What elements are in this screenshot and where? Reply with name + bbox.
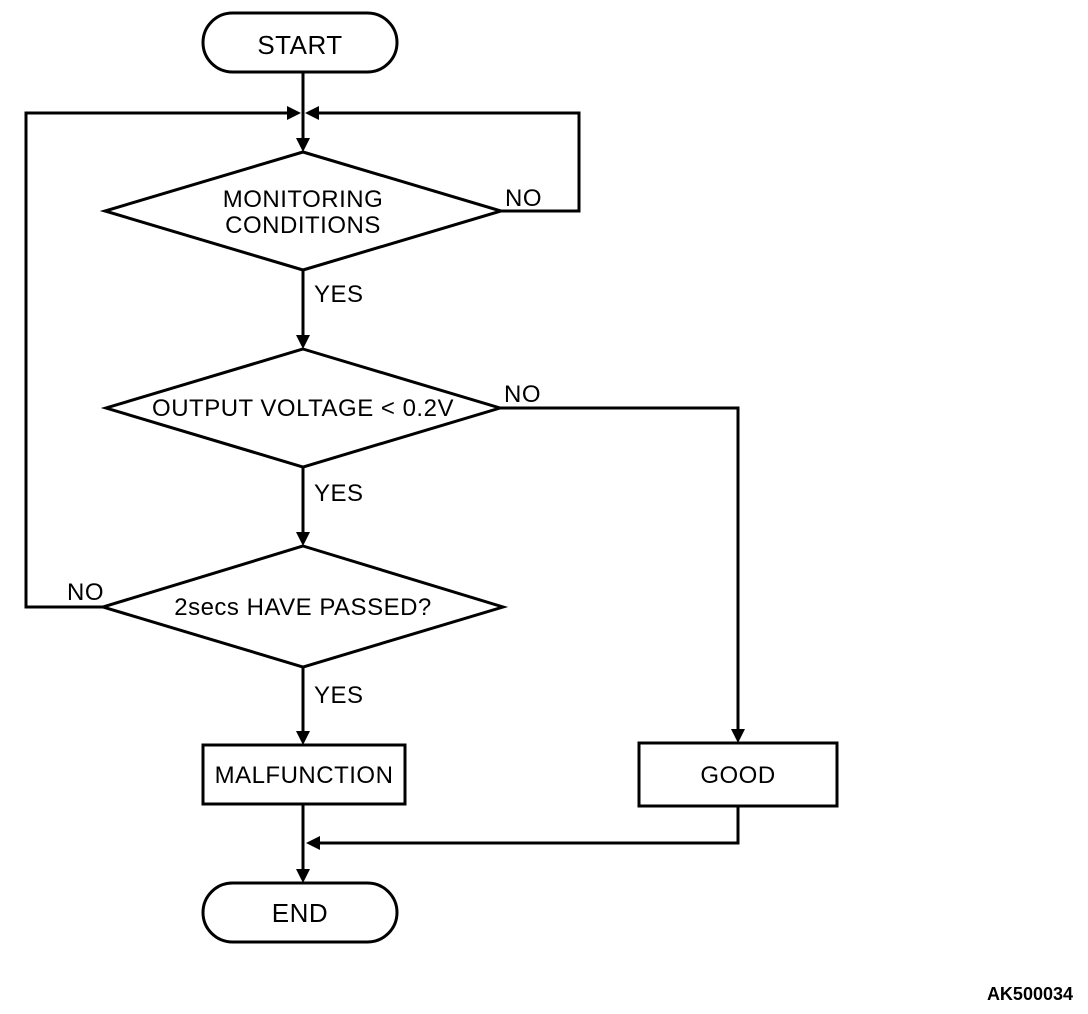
voltage-label: OUTPUT VOLTAGE < 0.2V (152, 395, 454, 422)
arrowhead-good-join (306, 836, 320, 850)
arrowhead-into-end (296, 869, 310, 883)
decision-2secs-passed (97, 544, 509, 669)
edge-passed-no-loop (24, 111, 287, 609)
edge-good-to-join (320, 806, 740, 845)
node-malfunction-box (201, 743, 407, 806)
monitoring-label-line1: MONITORING (223, 186, 384, 213)
arrowhead-into-passed (296, 532, 310, 546)
arrowhead-into-voltage (296, 335, 310, 349)
monitoring-no-label: NO (505, 185, 542, 212)
voltage-yes-label: YES (314, 480, 364, 507)
good-label: GOOD (700, 762, 775, 789)
node-start-terminator (201, 11, 399, 74)
node-good-box (637, 741, 839, 808)
node-end-terminator (201, 881, 399, 944)
edge-monitoring-no-loop (319, 111, 581, 213)
arrowhead-into-malfunction (296, 731, 310, 745)
figure-code: AK500034 (987, 984, 1073, 1004)
voltage-no-label: NO (504, 381, 541, 408)
start-label: START (257, 30, 342, 60)
arrowhead-into-monitoring (296, 138, 310, 152)
passed-no-label: NO (67, 579, 104, 606)
decision-output-voltage (100, 347, 506, 469)
arrowhead-left-into-merge (287, 106, 301, 120)
end-label: END (272, 898, 328, 928)
monitoring-label-line2: CONDITIONS (225, 212, 381, 239)
arrowhead-into-good (731, 729, 745, 743)
monitoring-yes-label: YES (314, 281, 364, 308)
edge-voltage-no (499, 406, 740, 729)
decision-monitoring-conditions (99, 150, 507, 272)
passed-label: 2secs HAVE PASSED? (174, 594, 432, 621)
passed-yes-label: YES (314, 682, 364, 709)
malfunction-label: MALFUNCTION (215, 762, 394, 789)
arrowhead-right-into-merge (305, 106, 319, 120)
